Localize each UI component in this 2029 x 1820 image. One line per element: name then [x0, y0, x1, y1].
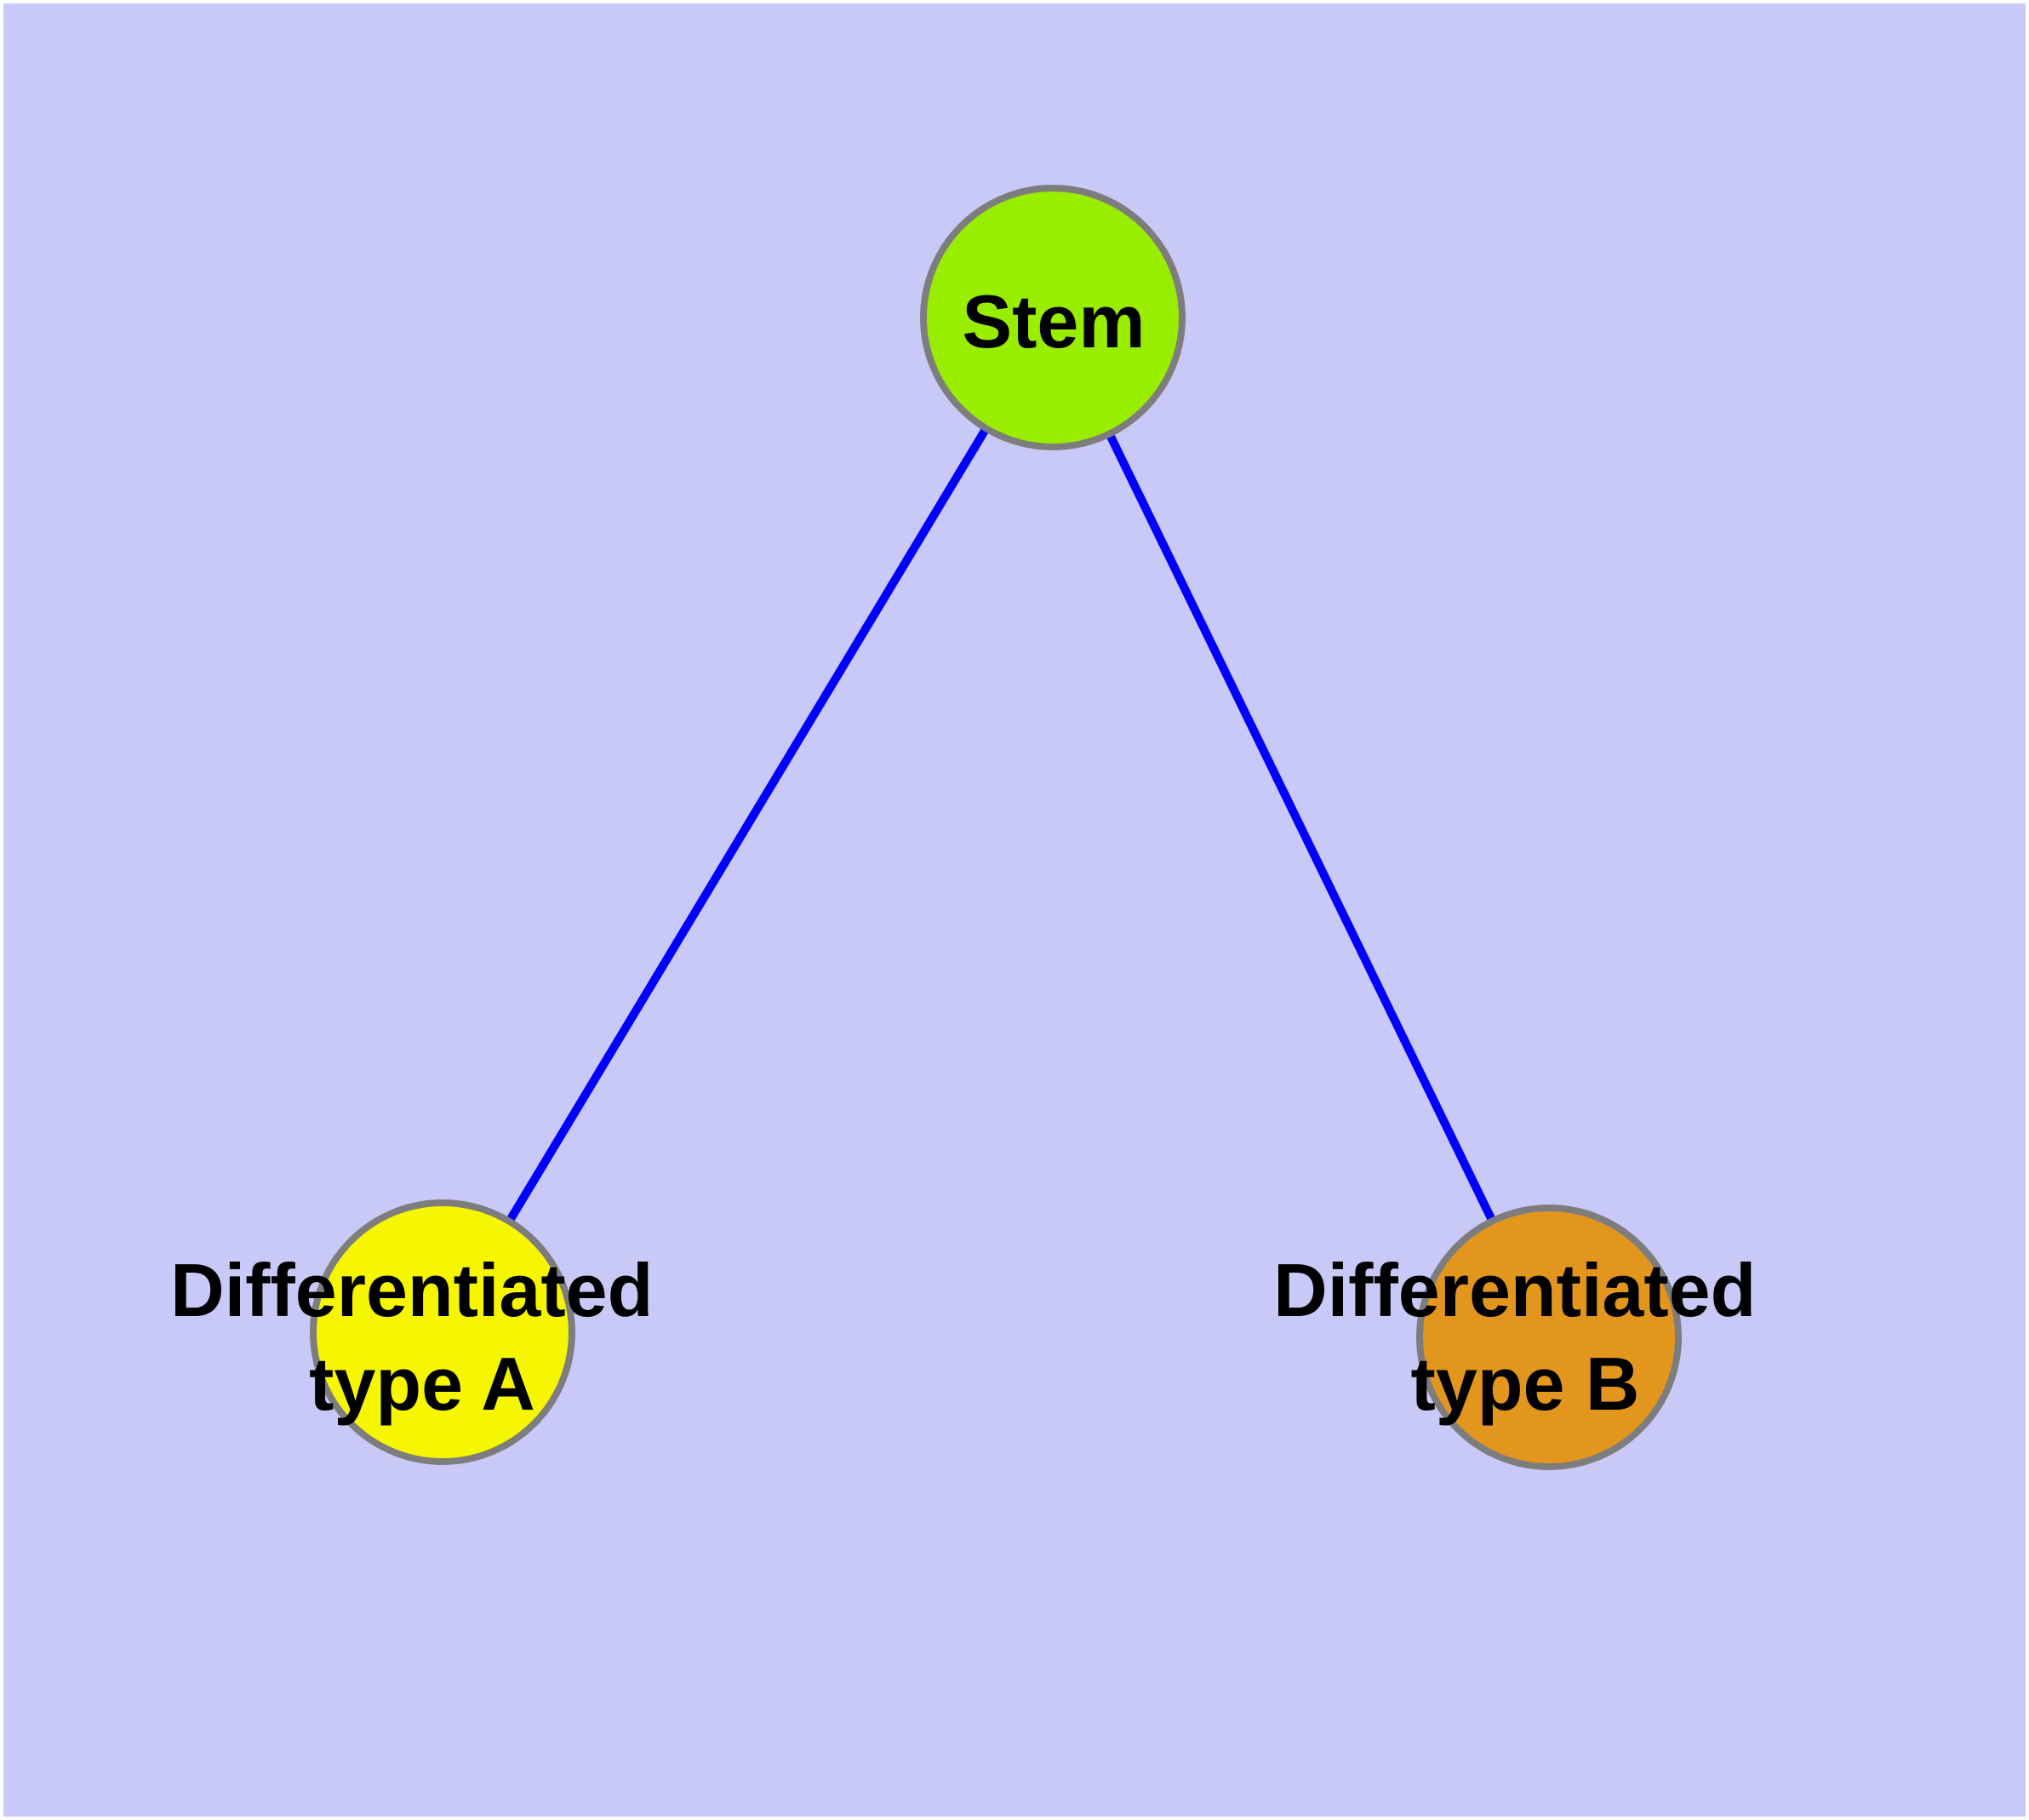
type-a-node-label: Differentiated type A [170, 1248, 674, 1426]
type-b-label-line2: type B [1411, 1342, 1640, 1426]
edge-stem-to-type-a [438, 315, 1057, 1335]
stem-node [920, 185, 1186, 450]
type-a-node [310, 1199, 575, 1465]
edge-stem-to-type-b [1049, 315, 1553, 1340]
type-b-node [1416, 1205, 1682, 1470]
type-b-node-label: Differentiated type B [1273, 1248, 1777, 1426]
stem-node-label: Stem [962, 279, 1145, 363]
type-a-label-line1: Differentiated [170, 1248, 653, 1332]
type-a-label-line2: type A [309, 1342, 535, 1426]
type-b-label-line1: Differentiated [1273, 1248, 1756, 1332]
